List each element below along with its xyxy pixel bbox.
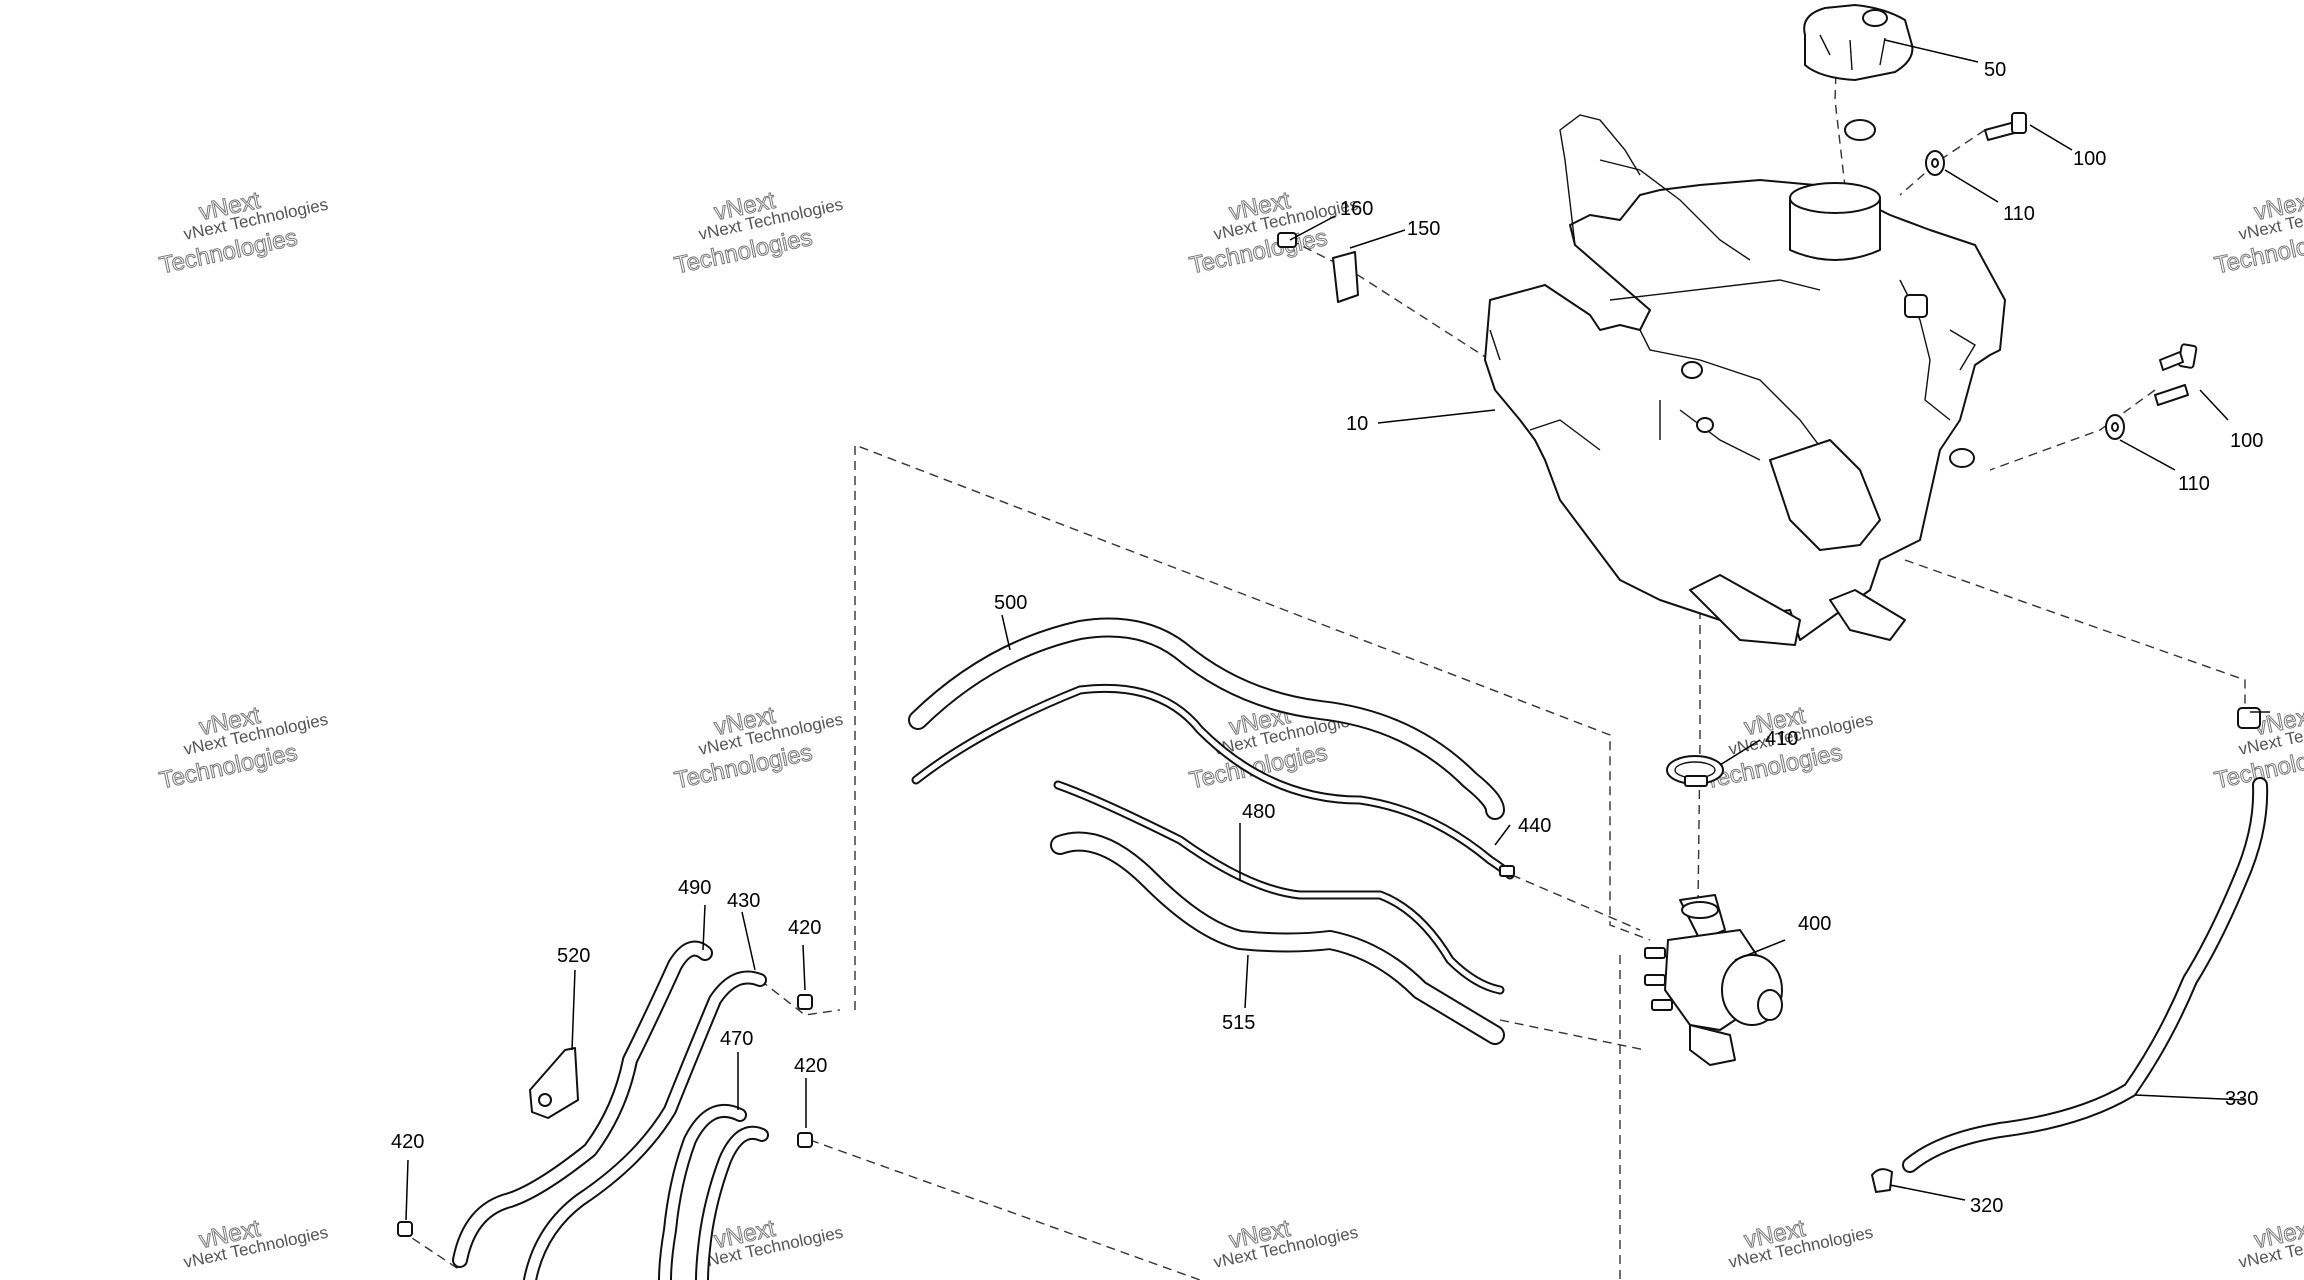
bolt-100b-dashline [1989,389,2156,471]
watermark-1: vNext vNext Technologies Technologies [157,186,330,280]
watermark-10: vNext vNext Technologies Technologies [2212,701,2304,795]
bolt-100-lower [2154,343,2198,406]
callout-100-lower: 100 [2230,430,2263,452]
connector-right [2237,707,2270,729]
callout-330: 330 [2225,1088,2258,1110]
callout-10: 10 [1346,413,1368,435]
callout-320: 320 [1970,1195,2003,1217]
washer-110-lower [2105,414,2125,440]
watermark-15: vNext vNext Technologies [2237,1214,2304,1272]
callout-470: 470 [720,1028,753,1050]
fuel-cap [1803,4,1914,81]
clamp-320 [1871,1168,1893,1193]
clamp-410 [1666,755,1724,787]
callout-110-upper: 110 [2003,203,2035,225]
hose-515-dashline [1499,1019,1646,1051]
callout-160: 160 [1340,198,1373,220]
callout-420-middle: 420 [794,1055,827,1077]
washer-110-upper [1925,150,1945,176]
callouts: 50 100 110 160 150 10 100 110 500 410 44… [391,59,2263,1217]
fuel-tank [1484,114,2006,646]
callout-400: 400 [1798,913,1831,935]
watermark-14: vNext vNext Technologies [1727,1214,1875,1272]
clamp-420a-dashline [759,979,841,1016]
hoses [452,617,2269,1280]
hose-bundle-dashline [854,443,1651,1010]
nut-160 [1277,232,1297,248]
callout-520: 520 [557,945,590,967]
watermark-13: vNext vNext Technologies [1212,1214,1360,1272]
hose-440-dashline [1511,874,1641,931]
callout-430: 430 [727,890,760,912]
bolt-100a-dashline [1899,129,1986,196]
callout-50: 50 [1984,59,2006,81]
callout-440: 440 [1518,815,1551,837]
callout-490: 490 [678,877,711,899]
watermark-11: vNext vNext Technologies [182,1214,330,1272]
watermark-5: vNext vNext Technologies Technologies [2212,186,2304,280]
callout-420-lower: 420 [391,1131,424,1153]
pump-dashline [1697,595,1701,906]
callout-150: 150 [1407,218,1440,240]
callout-100-upper: 100 [2073,148,2106,170]
callout-500: 500 [994,592,1027,614]
callout-480: 480 [1242,801,1275,823]
callout-515: 515 [1222,1012,1255,1034]
clamp-420-b [797,1132,813,1148]
watermark-7: vNext vNext Technologies Technologies [672,701,845,795]
fuel-pump [1644,894,1783,1066]
bolt-100-upper [1984,112,2027,141]
clamp-420-a [797,994,813,1010]
nut-160-dashline [1289,239,1491,361]
clamp-420-c [397,1221,413,1237]
bracket-150 [1332,251,1359,303]
clamp-420b-dashline [809,1139,1201,1280]
callout-420-upper: 420 [788,917,821,939]
fitting-440 [1499,865,1515,877]
watermark-2: vNext vNext Technologies Technologies [672,186,845,280]
clamp-420c-dashline [399,1229,461,1271]
bracket-520 [529,1047,579,1119]
watermark-6: vNext vNext Technologies Technologies [157,701,330,795]
callout-110-lower: 110 [2178,473,2210,495]
callout-410: 410 [1765,728,1798,750]
leader-lines [405,39,2246,1221]
right-hose-dashline [1904,559,2246,715]
